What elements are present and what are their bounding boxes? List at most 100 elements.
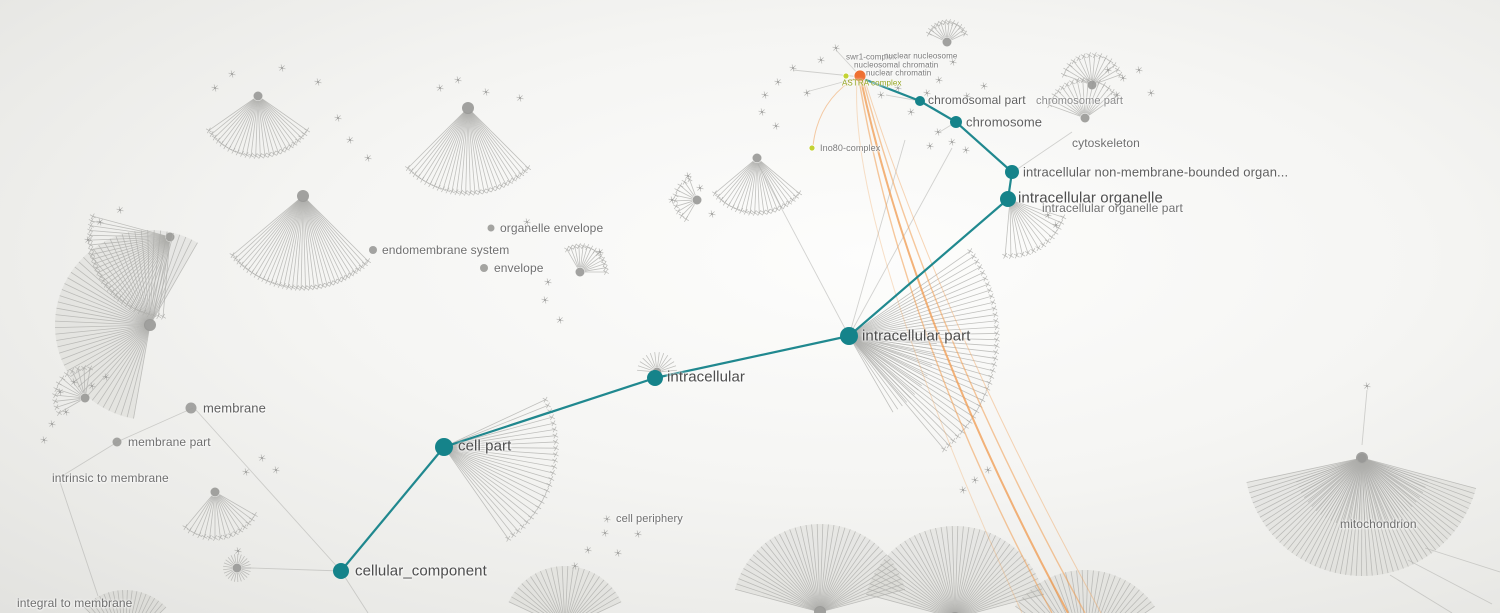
term-label-astra-complex[interactable]: ASTRA complex — [842, 78, 902, 88]
leaf-node-glyph — [234, 547, 242, 555]
cluster-node[interactable] — [752, 153, 762, 163]
term-node-intracellular[interactable] — [647, 370, 663, 386]
leaf-node-glyph — [258, 454, 266, 462]
leaf-node-glyph — [516, 94, 524, 102]
term-label-chromosomal-part[interactable]: chromosomal part — [928, 93, 1026, 107]
leaf-node-glyph — [48, 420, 56, 428]
cluster-fan — [734, 524, 906, 613]
cluster-node[interactable] — [232, 563, 242, 573]
cluster-fan — [83, 590, 167, 613]
cluster-node[interactable] — [210, 487, 220, 497]
leaf-node-glyph — [1044, 211, 1052, 219]
cluster-fan — [672, 176, 702, 222]
term-node-cell-part[interactable] — [435, 438, 453, 456]
term-label-ino80-complex[interactable]: Ino80-complex — [820, 143, 881, 153]
cluster-node[interactable] — [253, 91, 263, 101]
astra-complex-node[interactable] — [842, 72, 850, 80]
ino80-complex-node[interactable] — [808, 144, 816, 152]
leaf-node-glyph — [877, 91, 885, 99]
term-label-intracellular-organelle-part[interactable]: intracellular organelle part — [1042, 201, 1183, 215]
cluster-node[interactable] — [575, 267, 585, 277]
term-label-intracellular-non-membrane-bounded-organ[interactable]: intracellular non-membrane-bounded organ… — [1023, 164, 1289, 180]
term-node-intracellular-non-membrane-bounded-organelle[interactable] — [1005, 165, 1019, 179]
term-label-cellular-component[interactable]: cellular_component — [355, 562, 487, 580]
leaf-node-glyph — [774, 78, 782, 86]
term-label-membrane-part[interactable]: membrane part — [128, 435, 211, 449]
leaf-node-glyph — [603, 515, 611, 523]
leaf-node-glyph — [364, 154, 372, 162]
gray-node[interactable] — [112, 437, 122, 447]
term-label-intrinsic-to-membrane[interactable]: intrinsic to membrane — [52, 471, 169, 485]
term-node-intracellular-part[interactable] — [840, 327, 858, 345]
leaf-node-glyph — [596, 248, 604, 256]
term-label-intracellular-organelle[interactable]: intracellular organelle — [1018, 189, 1163, 207]
cluster-node[interactable] — [1080, 113, 1090, 123]
term-label-cell-periphery[interactable]: cell periphery — [616, 513, 683, 525]
leaf-node-glyph — [482, 88, 490, 96]
term-label-organelle-envelope[interactable]: organelle envelope — [500, 221, 604, 235]
leaf-node-glyph — [962, 146, 970, 154]
orange-association-edge — [860, 79, 1069, 613]
cluster-node[interactable] — [814, 606, 826, 613]
leaf-node-glyph — [668, 196, 676, 204]
term-label-cell-part[interactable]: cell part — [458, 437, 512, 455]
cluster-node[interactable] — [942, 37, 952, 47]
term-label-endomembrane-system[interactable]: endomembrane system — [382, 243, 510, 257]
gray-node[interactable] — [480, 264, 488, 272]
term-label-integral-to-membrane[interactable]: integral to membrane — [17, 596, 133, 610]
cluster-fan — [1296, 453, 1428, 528]
term-node-chromosomal-part[interactable] — [915, 96, 925, 106]
leaf-node-glyph — [1363, 382, 1371, 390]
leaf-node-glyph — [228, 70, 236, 78]
term-label-mitochondrion[interactable]: mitochondrion — [1340, 517, 1417, 531]
leaf-node-glyph — [959, 486, 967, 494]
term-node-intracellular-organelle[interactable] — [1000, 191, 1016, 207]
cluster-fan — [925, 19, 969, 47]
leaf-node-glyph — [70, 378, 78, 386]
cluster-node[interactable] — [144, 319, 156, 331]
leaf-node-glyph — [523, 218, 531, 226]
cluster-node[interactable] — [1087, 80, 1097, 90]
cluster-node[interactable] — [297, 190, 309, 202]
leaf-node-glyph — [948, 138, 956, 146]
term-label-membrane[interactable]: membrane — [203, 400, 266, 416]
leaf-node-glyph — [1147, 89, 1155, 97]
term-label-intracellular[interactable]: intracellular — [667, 368, 745, 386]
gray-node[interactable] — [369, 246, 377, 254]
term-label-intracellular-part[interactable]: intracellular part — [862, 327, 971, 345]
cluster-node[interactable] — [692, 195, 702, 205]
gray-node[interactable] — [185, 402, 197, 414]
term-label-nuclear-nucleosome[interactable]: nuclear nucleosome — [884, 51, 958, 61]
term-label-chromosome-part[interactable]: chromosome part — [1036, 95, 1124, 107]
leaf-node-glyph — [1119, 74, 1127, 82]
gray-node[interactable] — [487, 224, 495, 232]
cluster-fan — [182, 487, 258, 541]
leaf-node-glyph — [772, 122, 780, 130]
term-label-swr1-complex[interactable]: swr1-complex — [846, 52, 897, 62]
term-label-envelope[interactable]: envelope — [494, 261, 544, 275]
cluster-fan — [55, 230, 198, 419]
leaf-node-glyph — [242, 468, 250, 476]
cluster-node[interactable] — [462, 102, 474, 114]
cluster-fan — [1046, 77, 1120, 123]
term-label-chromosome[interactable]: chromosome — [966, 114, 1043, 130]
leaf-node-glyph — [116, 206, 124, 214]
term-label-nuclear-chromatin[interactable]: nuclear chromatin — [866, 68, 932, 78]
leaf-node-glyph — [758, 108, 766, 116]
cluster-fan — [866, 526, 1044, 613]
cluster-fan — [1060, 52, 1124, 90]
leaf-node-glyph — [935, 76, 943, 84]
leaf-node-glyph — [708, 210, 716, 218]
leaf-node-glyph — [601, 529, 609, 537]
term-label-nucleosomal-chromatin[interactable]: nucleosomal chromatin — [854, 60, 939, 70]
nucleosome-hub[interactable] — [853, 69, 867, 83]
cluster-node[interactable] — [80, 393, 90, 403]
leaf-node-glyph — [454, 76, 462, 84]
cluster-node[interactable] — [1357, 453, 1367, 463]
leaf-node-glyph — [894, 84, 902, 92]
term-label-cytoskeleton[interactable]: cytoskeleton — [1072, 136, 1140, 150]
term-node-chromosome[interactable] — [950, 116, 962, 128]
term-node-cellular_component[interactable] — [333, 563, 349, 579]
